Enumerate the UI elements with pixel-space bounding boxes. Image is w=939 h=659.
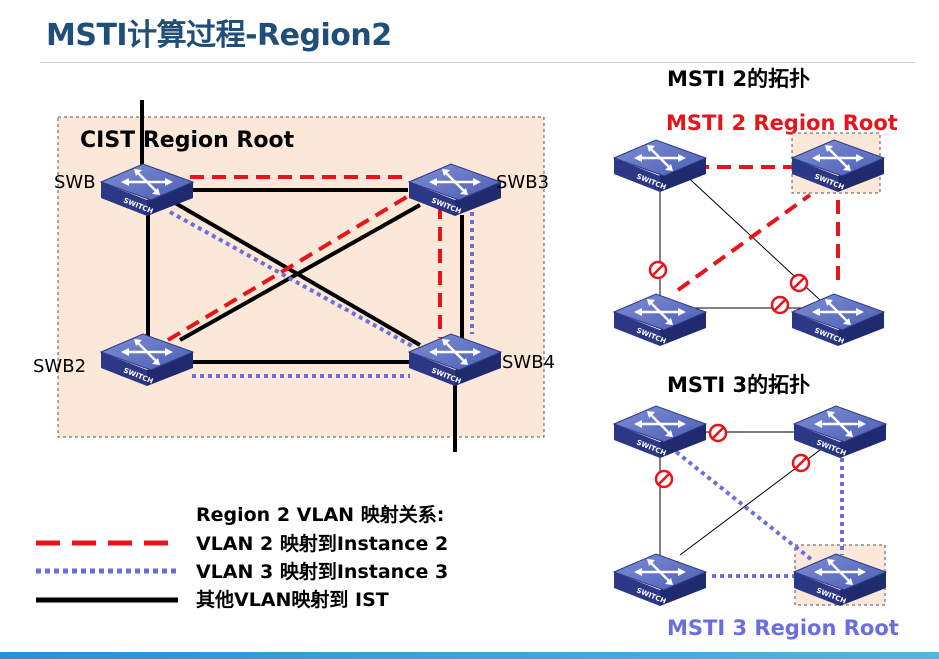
msti3-blocked-icon-2 [791, 453, 811, 473]
msti2-blocked-icon-3 [770, 295, 790, 315]
msti3-thin-links [659, 431, 821, 560]
bottom-accent-bar [0, 652, 939, 659]
msti3-active-links [668, 445, 844, 578]
legend-item-vlan2: VLAN 2 映射到Instance 2 [196, 532, 448, 555]
msti3-blocked-icon-1 [708, 423, 728, 443]
msti2-blocked-icon-1 [648, 260, 668, 280]
msti2-switch-a [612, 138, 708, 194]
page-title: MSTI计算过程-Region2 [46, 18, 392, 53]
msti3-switch-c [612, 552, 708, 608]
legend-item-ist: 其他VLAN映射到 IST [196, 588, 389, 611]
switch-label-swb4: SWB4 [502, 352, 555, 373]
vlan2-links [166, 175, 442, 342]
msti3-switch-a [612, 404, 708, 460]
title-divider [40, 62, 915, 63]
msti2-blocked-icon-2 [789, 273, 809, 293]
switch-label-swb: SWB [54, 172, 96, 193]
legend-heading: Region 2 VLAN 映射关系: [196, 503, 444, 526]
region-label: CIST Region Root [80, 128, 295, 153]
switch-label-swb3: SWB3 [496, 172, 549, 193]
ist-links [146, 188, 464, 364]
msti3-blocked-icon-3 [654, 469, 674, 489]
msti2-switch-c [612, 292, 708, 348]
switch-label-swb2: SWB2 [33, 356, 86, 377]
msti2-active-links [676, 165, 840, 292]
legend-item-vlan3: VLAN 3 映射到Instance 3 [196, 560, 448, 583]
msti2-title: MSTI 2的拓扑 [667, 67, 810, 91]
vlan3-links [169, 210, 474, 378]
msti3-title: MSTI 3的拓扑 [667, 373, 810, 397]
msti2-root-label: MSTI 2 Region Root [666, 111, 898, 135]
msti3-switch-b [792, 404, 888, 460]
msti3-root-label: MSTI 3 Region Root [667, 616, 899, 640]
msti2-switch-d [790, 292, 886, 348]
